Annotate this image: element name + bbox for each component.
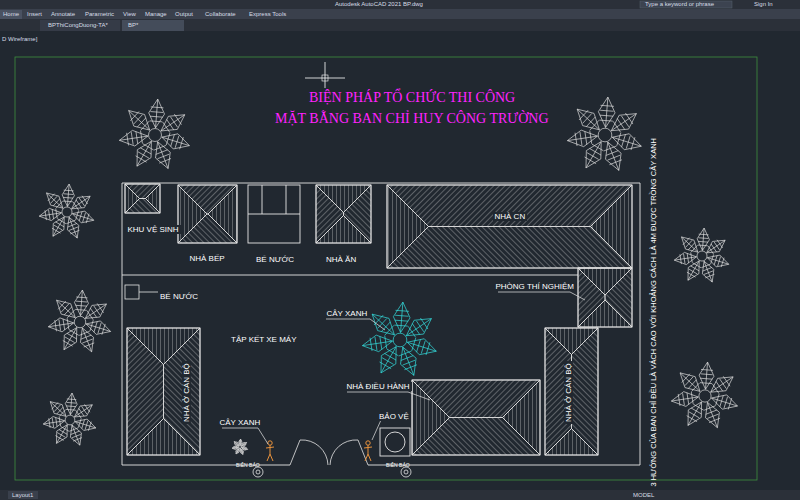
tree-symbol	[671, 362, 737, 428]
building-label: NHÀ BẾP	[188, 254, 227, 263]
ribbon-tab: Parametric	[85, 11, 114, 18]
toilet-block: KHU VỆ SINH	[125, 184, 160, 213]
ribbon-tab: Manage	[145, 11, 167, 18]
hatched-roof	[578, 268, 632, 327]
building-label: NHÀ ĐIỀU HÀNH	[345, 382, 412, 391]
tree-symbol	[674, 228, 728, 282]
building-label: NHÀ ĂN	[324, 255, 358, 264]
tree-symbol	[232, 439, 248, 454]
area-label: TẬP KẾT XE MÁY	[231, 335, 297, 344]
viewport-label: D Wireframe]	[2, 36, 37, 43]
ribbon-tabs	[0, 9, 800, 19]
crosshair-cursor	[305, 62, 345, 88]
sign-label: BIỂN BÁO	[236, 463, 260, 469]
ribbon-tab: Home	[3, 11, 19, 18]
file-tab-name: BP*	[128, 22, 138, 29]
hatched-roof	[387, 185, 632, 268]
sign-in: Sign In	[754, 1, 773, 8]
site-boundary	[122, 183, 640, 465]
building-label: NHÀ Ở CÁN BỘ	[181, 361, 190, 424]
tree-symbol	[43, 393, 95, 445]
search-box	[640, 1, 732, 8]
water-tank-box: BỂ NƯỚC	[125, 285, 139, 299]
ribbon-tab: Collaborate	[205, 11, 236, 18]
ribbon-tab: Insert	[27, 11, 42, 18]
layout-tab	[8, 491, 38, 499]
worker-figure	[266, 441, 274, 461]
office-building: NHÀ ĐIỀU HÀNH	[412, 380, 540, 455]
building-label: BỂ NƯỚC	[254, 255, 296, 264]
file-tab	[40, 20, 120, 31]
water-tank-box: BỂ NƯỚC	[248, 185, 300, 243]
staff-house: NHÀ Ở CÁN BỘ	[127, 328, 200, 455]
tree-node: CÂY XANH	[362, 302, 438, 378]
sheet-frame	[15, 57, 757, 480]
tree-symbol	[39, 184, 93, 238]
window-title: Autodesk AutoCAD 2021 BP.dwg	[335, 1, 423, 8]
drawing-title: BIỆN PHÁP TỔ CHỨC THI CÔNG	[309, 90, 515, 106]
building-label: NHÀ Ở CÁN BỘ	[563, 361, 572, 424]
hatched-roof	[127, 328, 200, 455]
building-label: BỂ NƯỚC	[158, 292, 200, 301]
staff-house: NHÀ Ở CÁN BỘ	[545, 328, 598, 455]
layout-tab-label: Layout1	[12, 492, 33, 499]
title-bar	[0, 0, 800, 9]
status-bar	[0, 490, 800, 500]
laboratory-room: PHÒNG THÍ NGHIỆM	[578, 268, 632, 327]
worker-figure	[364, 441, 372, 461]
tree-symbol	[362, 302, 436, 375]
tree-symbol	[119, 99, 189, 168]
building-label: PHÒNG THÍ NGHIỆM	[494, 282, 577, 291]
tree-symbol	[567, 97, 641, 170]
sign-post	[253, 467, 263, 477]
guard-house	[380, 428, 410, 456]
side-note: 3 HƯỚNG CỦA BAN CHỈ ĐỀU LÀ VÁCH CAO VỚI …	[649, 138, 658, 487]
active-tab	[0, 10, 22, 19]
file-tab-name: BPThiCongDuong-TA*	[48, 22, 108, 29]
guard-house-box: BẢO VỆ	[380, 428, 410, 456]
building-label: KHU VỆ SINH	[126, 225, 181, 234]
hatched-roof	[178, 185, 237, 243]
ribbon-tab: Annotate	[51, 11, 75, 18]
tree-symbol	[48, 290, 110, 352]
water-tank	[248, 185, 300, 243]
ribbon-tab: Express Tools	[249, 11, 286, 18]
file-tab	[122, 20, 184, 31]
search-hint: Type a keyword or phrase	[645, 1, 714, 8]
hatched-roof	[545, 328, 598, 455]
site-plan	[15, 57, 757, 480]
water-tank-small	[125, 285, 158, 299]
gate	[290, 440, 368, 465]
building-label: NHÀ CN	[493, 212, 528, 221]
file-tabs	[0, 19, 800, 31]
hatched-roof	[412, 380, 540, 455]
hatched-roof	[316, 185, 371, 243]
status-model: MODEL	[633, 492, 654, 499]
kitchen-building: NHÀ BẾP	[178, 185, 237, 243]
tree-label: CÂY XANH	[218, 418, 263, 427]
ribbon-tab: View	[123, 11, 136, 18]
worker-house: NHÀ CN	[387, 185, 632, 268]
building-label: BẢO VỆ	[377, 412, 411, 421]
hatched-roof	[125, 184, 160, 213]
leader-line	[222, 292, 585, 444]
drawing-subtitle: MẶT BẰNG BAN CHỈ HUY CÔNG TRƯỜNG	[275, 111, 549, 127]
building-label: CÂY XANH	[325, 309, 370, 318]
ribbon-tab: Output	[175, 11, 193, 18]
sign-post	[401, 467, 411, 477]
canteen-building: NHÀ ĂN	[316, 185, 371, 243]
sign-label: BIỂN BÁO	[386, 463, 410, 469]
